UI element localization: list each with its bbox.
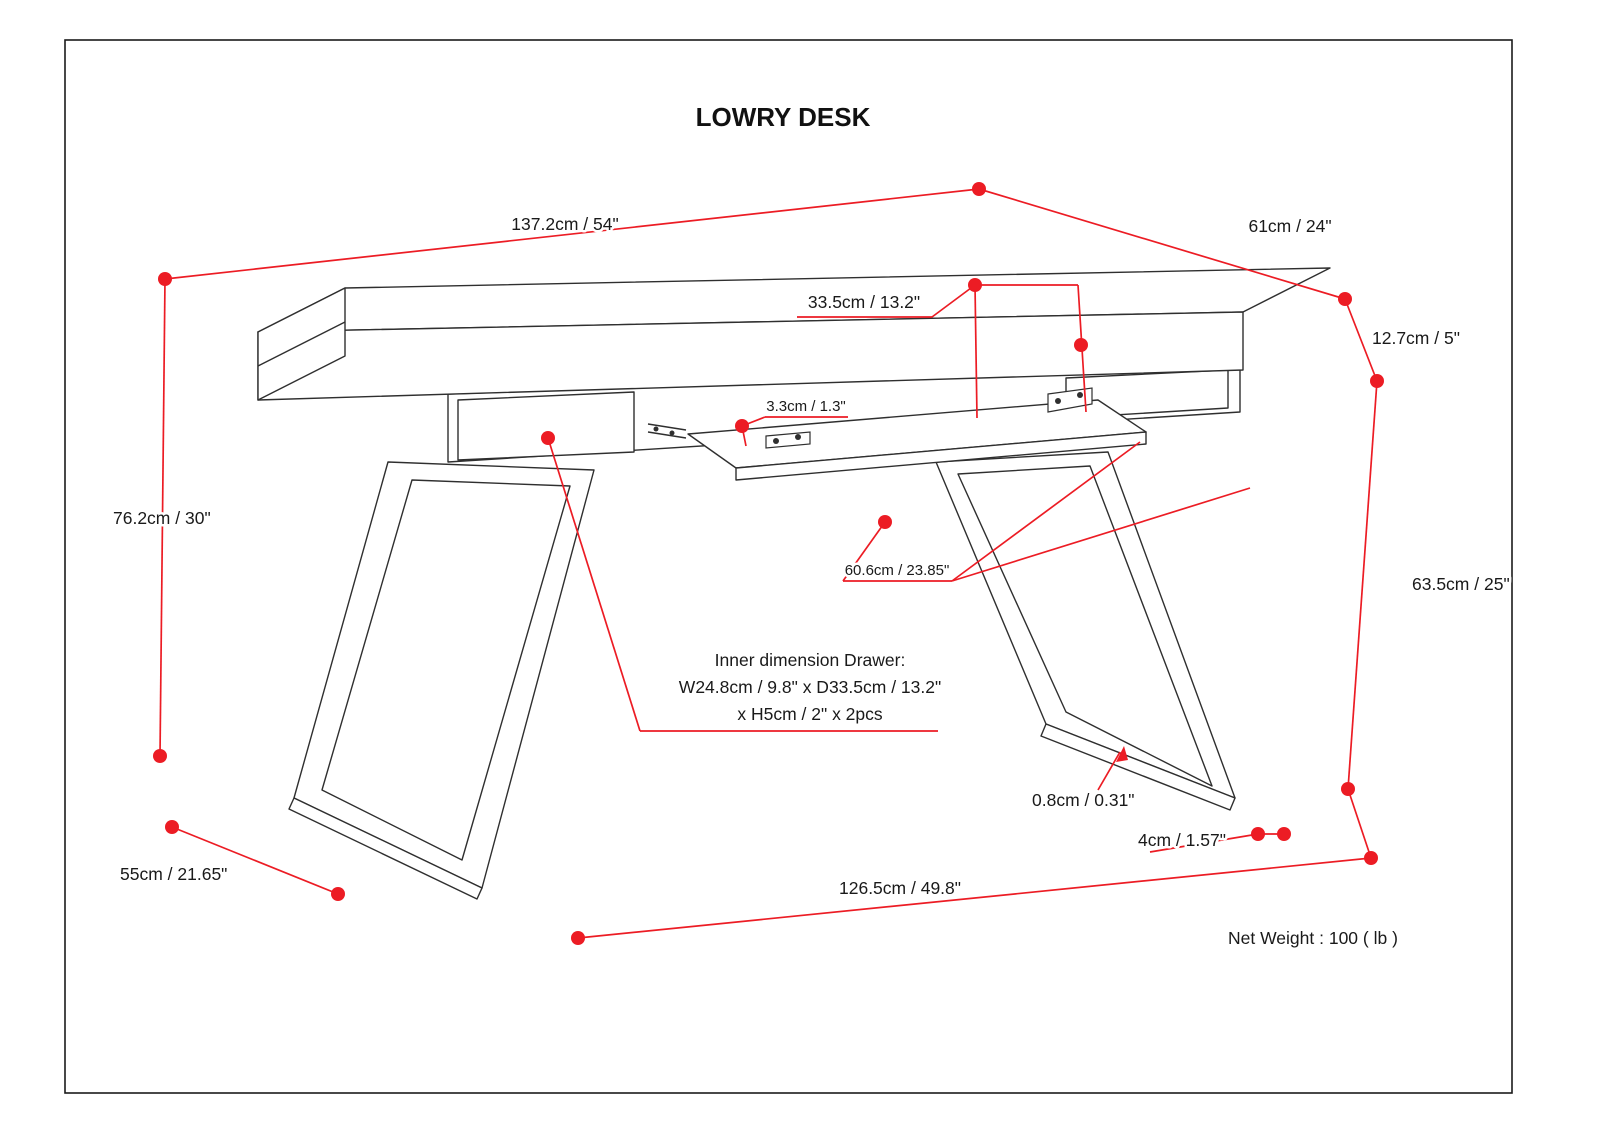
desk-left-leg bbox=[288, 461, 595, 900]
dim-line-top-thickness bbox=[1344, 298, 1378, 382]
dim-dot bbox=[541, 431, 555, 445]
label-leg-tube-thickness: 0.8cm / 0.31" bbox=[1032, 790, 1135, 810]
label-tray-gap: 3.3cm / 1.3" bbox=[766, 398, 846, 415]
desktop-left-face-seam bbox=[257, 321, 346, 367]
desk-apron bbox=[447, 367, 1241, 463]
label-clearance-height: 63.5cm / 25" bbox=[1412, 574, 1510, 594]
drawer-note-line3: x H5cm / 2" x 2pcs bbox=[737, 704, 883, 724]
drawer-note-line1: Inner dimension Drawer: bbox=[715, 650, 906, 670]
tray-slide-left-wheel bbox=[669, 430, 675, 436]
dim-leader-leg-thickness bbox=[1097, 751, 1121, 791]
dim-dot bbox=[165, 820, 179, 834]
net-weight-text: Net Weight : 100 ( lb ) bbox=[1228, 928, 1398, 948]
dim-dot bbox=[153, 749, 167, 763]
label-overall-height: 76.2cm / 30" bbox=[113, 508, 211, 528]
dim-line-foot-depth bbox=[171, 826, 339, 895]
dim-dot bbox=[972, 182, 986, 196]
left-leg-foot bbox=[288, 797, 483, 900]
dim-dot bbox=[571, 931, 585, 945]
label-top-width: 137.2cm / 54" bbox=[511, 214, 618, 234]
desk-drawing bbox=[257, 267, 1331, 900]
left-drawer-front bbox=[457, 391, 635, 461]
dim-line-clearance-height bbox=[1347, 380, 1378, 790]
dim-ext-tray-inset-left bbox=[974, 284, 978, 419]
dim-dot bbox=[1341, 782, 1355, 796]
page-title: LOWRY DESK bbox=[696, 102, 871, 132]
tray-slide-wheel bbox=[1077, 392, 1083, 398]
dim-connector-right bbox=[1347, 788, 1372, 859]
desk-top-slab bbox=[257, 267, 1331, 401]
dim-dot bbox=[1338, 292, 1352, 306]
right-leg-inner bbox=[957, 465, 1213, 787]
desk-right-leg bbox=[935, 451, 1236, 811]
left-leg-inner bbox=[321, 479, 571, 861]
dim-leader-tray-width-c bbox=[951, 487, 1251, 582]
keyboard-tray bbox=[647, 387, 1147, 481]
drawer-note-line2: W24.8cm / 9.8" x D33.5cm / 13.2" bbox=[679, 677, 941, 697]
dim-line-overall-height bbox=[159, 278, 166, 757]
dimension-graphics bbox=[153, 182, 1384, 945]
dim-dot bbox=[331, 887, 345, 901]
dim-dot bbox=[1277, 827, 1291, 841]
dim-leader-tray-width-a bbox=[842, 521, 886, 582]
label-base-width: 126.5cm / 49.8" bbox=[839, 878, 961, 898]
dim-leader-drawer-note bbox=[547, 437, 641, 732]
dim-dot bbox=[1364, 851, 1378, 865]
tray-slide-left bbox=[647, 423, 687, 439]
dim-dot bbox=[735, 419, 749, 433]
dim-dot bbox=[1370, 374, 1384, 388]
right-leg-foot bbox=[1040, 723, 1236, 811]
dim-dot bbox=[968, 278, 982, 292]
dimension-endpoint-dots bbox=[153, 182, 1384, 945]
dim-dot bbox=[158, 272, 172, 286]
dim-arrowhead-leg-thickness bbox=[1116, 746, 1128, 762]
dim-dot bbox=[1074, 338, 1088, 352]
label-tray-inset-depth: 33.5cm / 13.2" bbox=[808, 292, 920, 312]
label-foot-depth: 55cm / 21.65" bbox=[120, 864, 227, 884]
tray-slide-wheel bbox=[1055, 398, 1061, 404]
label-tray-width: 60.6cm / 23.85" bbox=[845, 562, 950, 579]
dim-leader-tray-inset bbox=[931, 284, 976, 318]
label-top-thickness: 12.7cm / 5" bbox=[1372, 328, 1460, 348]
dim-leader-tray-width-b bbox=[951, 441, 1141, 582]
tray-slide-left-wheel bbox=[653, 426, 659, 432]
tray-slide-wheel bbox=[773, 438, 779, 444]
drawer-note: Inner dimension Drawer: W24.8cm / 9.8" x… bbox=[676, 648, 943, 727]
page-border bbox=[64, 39, 1513, 1094]
dim-line-top-width bbox=[164, 188, 980, 280]
label-top-depth: 61cm / 24" bbox=[1248, 216, 1331, 236]
dim-dot bbox=[878, 515, 892, 529]
dim-dot bbox=[1251, 827, 1265, 841]
dim-line-base-width bbox=[577, 857, 1372, 939]
tray-front-face bbox=[735, 431, 1147, 481]
label-leg-tube-width: 4cm / 1.57" bbox=[1138, 830, 1226, 850]
tray-slide-wheel bbox=[795, 434, 801, 440]
dimension-labels: 137.2cm / 54" 61cm / 24" 12.7cm / 5" 63.… bbox=[111, 212, 1513, 951]
dim-line-top-depth bbox=[978, 188, 1346, 300]
